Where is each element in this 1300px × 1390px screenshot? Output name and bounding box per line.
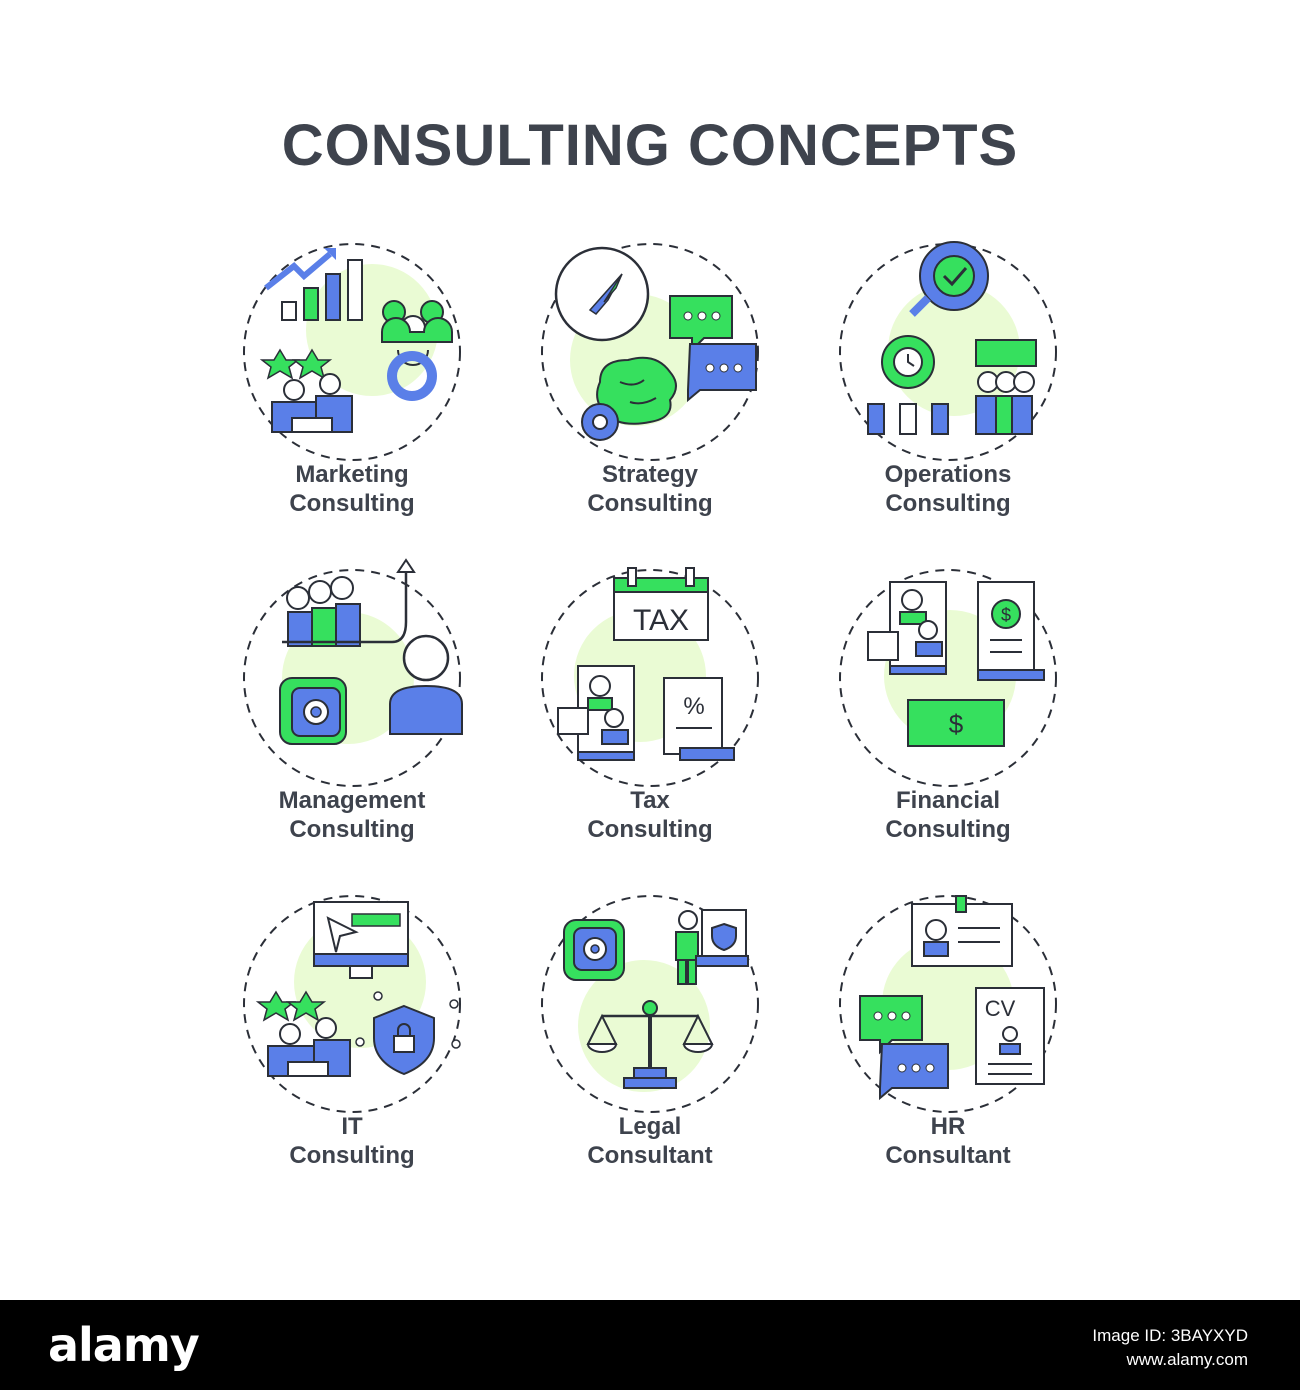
label-line-1: Marketing	[295, 461, 409, 488]
operations-consulting-icon	[839, 241, 1057, 461]
financial-consulting-label: Financial Consulting	[818, 786, 1078, 844]
dollar-text: $	[1001, 605, 1011, 625]
marketing-consulting-label: Marketing Consulting	[222, 460, 482, 518]
label-line-2: Consultant	[885, 1142, 1011, 1169]
legal-consultant-card: Legal Consultant	[520, 884, 780, 1184]
hr-consultant-label: HR Consultant	[818, 1112, 1078, 1170]
label-line-2: Consulting	[587, 490, 713, 517]
label-line-1: HR	[930, 1113, 966, 1140]
strategy-consulting-icon	[541, 243, 759, 461]
bill-dollar-text: $	[949, 709, 964, 739]
brand-logo: alamy	[48, 1318, 200, 1372]
label-line-2: Consulting	[885, 816, 1011, 843]
tax-consulting-icon: TAX %	[541, 567, 759, 787]
site-url: www.alamy.com	[1126, 1350, 1248, 1369]
strategy-consulting-card: Strategy Consulting	[520, 232, 780, 532]
label-line-2: Consulting	[289, 816, 415, 843]
hr-consultant-icon: CV	[839, 895, 1057, 1113]
label-line-2: Consulting	[885, 490, 1011, 517]
label-line-1: Operations	[884, 461, 1012, 488]
it-consulting-card: IT Consulting	[222, 884, 482, 1184]
legal-consultant-icon	[541, 895, 759, 1113]
label-line-2: Consulting	[289, 1142, 415, 1169]
tax-consulting-card: TAX % Tax Consulting	[520, 558, 780, 858]
management-consulting-icon	[243, 558, 463, 787]
label-line-2: Consulting	[587, 816, 713, 843]
page-title: CONSULTING CONCEPTS	[281, 113, 1019, 178]
strategy-consulting-label: Strategy Consulting	[520, 460, 780, 518]
percent-text: %	[683, 693, 704, 720]
label-line-1: Legal	[618, 1113, 682, 1140]
image-id: Image ID: 3BAYXYD	[1092, 1326, 1248, 1345]
tax-consulting-label: Tax Consulting	[520, 786, 780, 844]
label-line-1: IT	[341, 1113, 363, 1140]
it-consulting-icon	[243, 895, 461, 1113]
legal-consultant-label: Legal Consultant	[520, 1112, 780, 1170]
label-line-1: Tax	[630, 787, 670, 814]
marketing-consulting-icon	[243, 243, 461, 461]
financial-consulting-icon: $ $	[839, 569, 1057, 787]
financial-consulting-card: $ $ Financial Consulting	[818, 558, 1078, 858]
label-line-1: Financial	[895, 787, 1001, 814]
management-consulting-card: Management Consulting	[222, 558, 482, 858]
label-line-1: Strategy	[601, 461, 699, 488]
tax-text: TAX	[633, 604, 689, 637]
hr-consultant-card: CV HR Consultant	[818, 884, 1078, 1184]
marketing-consulting-card: Marketing Consulting	[222, 232, 482, 532]
footer-bar	[0, 1300, 1300, 1390]
label-line-2: Consulting	[289, 490, 415, 517]
operations-consulting-card: Operations Consulting	[818, 232, 1078, 532]
management-consulting-label: Management Consulting	[222, 786, 482, 844]
label-line-1: Management	[278, 787, 426, 814]
operations-consulting-label: Operations Consulting	[818, 460, 1078, 518]
it-consulting-label: IT Consulting	[222, 1112, 482, 1170]
label-line-2: Consultant	[587, 1142, 713, 1169]
cv-text: CV	[985, 996, 1016, 1021]
